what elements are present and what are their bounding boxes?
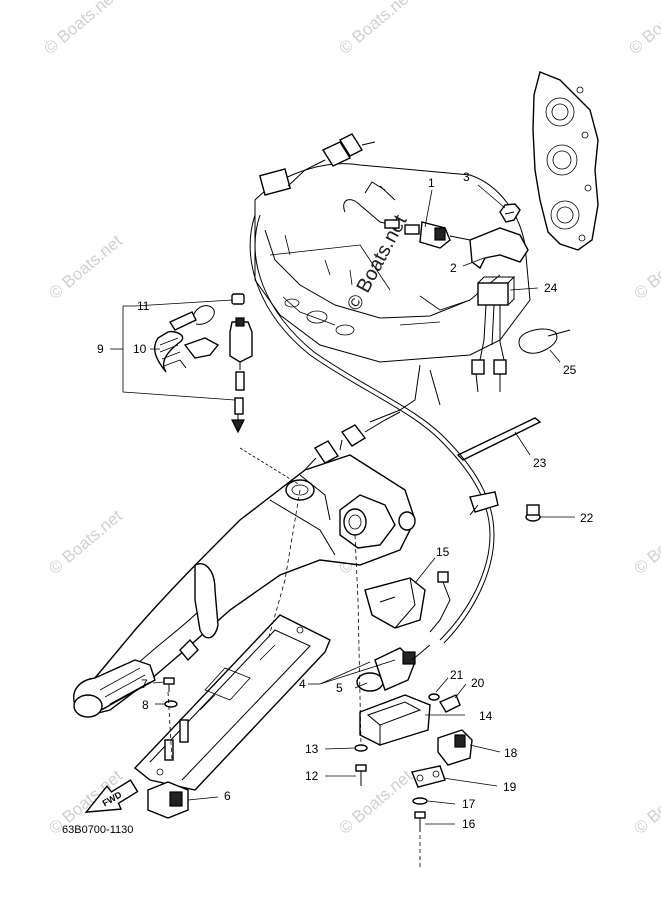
callout-17: 17 <box>462 797 476 811</box>
callout-2: 2 <box>450 261 457 275</box>
callout-25: 25 <box>563 363 577 377</box>
callout-18: 18 <box>504 746 518 760</box>
connector-24 <box>471 276 516 393</box>
wiring-harness <box>249 214 495 644</box>
bracket-19 <box>411 765 446 788</box>
cowling-connector <box>258 133 376 196</box>
key-switch-4-5 <box>356 644 431 692</box>
hardware-20-21 <box>428 693 461 713</box>
callout-3: 3 <box>463 170 470 184</box>
cable-tie-23 <box>456 417 542 461</box>
neutral-switch <box>343 181 471 249</box>
fwd-arrow: FWD <box>84 779 139 813</box>
cover-15 <box>364 571 451 633</box>
watermark-center: © Boats.net <box>343 211 412 314</box>
callout-5: 5 <box>336 681 343 695</box>
box-14 <box>359 694 431 746</box>
callout-8: 8 <box>142 698 149 712</box>
callout-21: 21 <box>450 668 464 682</box>
callout-20: 20 <box>471 676 485 690</box>
bracket-parts <box>469 203 529 270</box>
watermark: © Boats.net <box>40 0 121 58</box>
watermark: © Boats.net <box>625 0 661 58</box>
harness-clamp <box>469 491 499 516</box>
callout-24: 24 <box>544 281 558 295</box>
watermark: © Boats.net <box>45 506 126 578</box>
callout-14: 14 <box>479 709 493 723</box>
leader-lines <box>110 184 575 870</box>
callout-7: 7 <box>141 677 148 691</box>
cable-tie-25 <box>518 328 571 354</box>
part-18 <box>437 729 473 766</box>
callout-23: 23 <box>533 456 547 470</box>
base-plate <box>133 614 331 791</box>
watermark: © Boats.net <box>335 766 416 838</box>
callout-11: 11 <box>137 299 150 313</box>
callout-1: 1 <box>428 176 435 190</box>
bottom-cowling <box>254 163 531 363</box>
callout-19: 19 <box>503 780 517 794</box>
callout-10: 10 <box>133 342 147 356</box>
watermark: © Boats.net <box>335 0 416 58</box>
callout-labels: 1 2 3 4 5 6 7 8 9 10 11 12 13 14 15 16 1… <box>97 170 594 831</box>
callout-4: 4 <box>299 677 306 691</box>
callout-13: 13 <box>305 742 319 756</box>
watermark: © Boats.net <box>45 231 126 303</box>
callout-9: 9 <box>97 342 104 356</box>
bolt-22 <box>525 504 541 522</box>
diagram-code: 63B0700-1130 <box>62 824 133 836</box>
callout-16: 16 <box>462 817 476 831</box>
watermark: © Boats.net <box>630 231 661 303</box>
callout-22: 22 <box>580 511 594 525</box>
mid-connectors <box>297 411 401 491</box>
part-6 <box>147 781 189 819</box>
lanyard-assembly <box>154 293 253 434</box>
tiller-handle <box>73 454 416 718</box>
watermark: © Boats.net <box>630 506 661 578</box>
watermark: © Boats.net <box>630 766 661 838</box>
callout-12: 12 <box>305 769 319 783</box>
callout-6: 6 <box>224 789 231 803</box>
callout-15: 15 <box>436 545 450 559</box>
manifold-gasket <box>532 71 599 251</box>
